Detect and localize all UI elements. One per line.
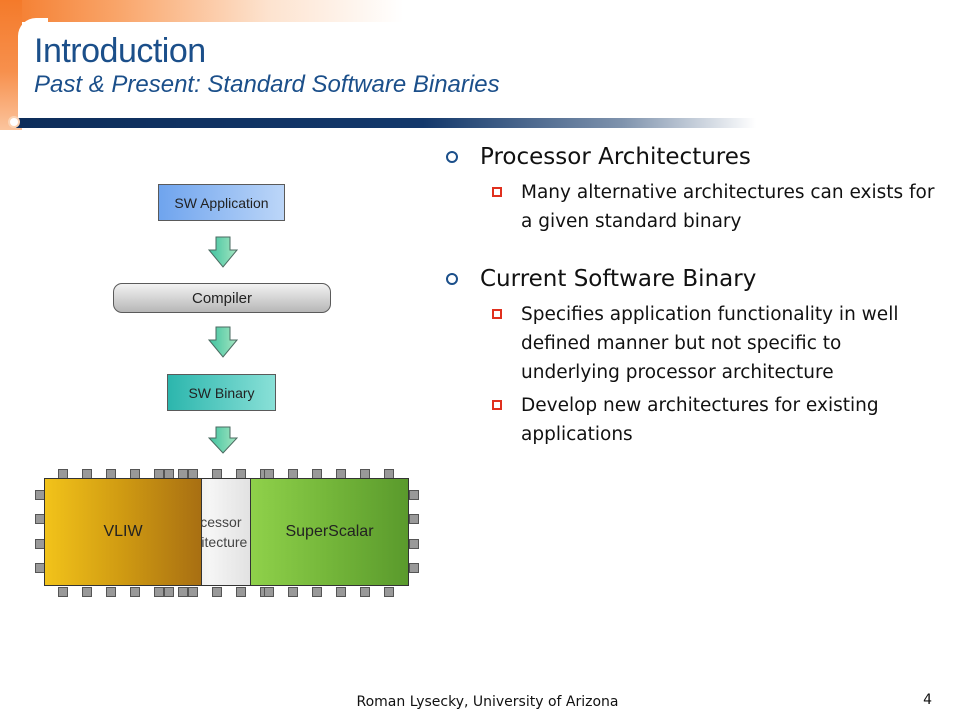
chip-pin bbox=[384, 587, 394, 597]
sub-bullet-item: Many alternative architectures can exist… bbox=[440, 178, 940, 236]
circle-bullet-icon bbox=[446, 151, 458, 163]
chip-pin bbox=[312, 587, 322, 597]
side-decoration bbox=[0, 0, 22, 130]
chip-pin bbox=[212, 587, 222, 597]
arrow-down-icon bbox=[208, 236, 238, 268]
vliw-chip: VLIW bbox=[44, 478, 202, 586]
sw-application-box: SW Application bbox=[158, 184, 285, 221]
bullet-list: Processor Architectures Many alternative… bbox=[440, 140, 940, 449]
header-decoration bbox=[0, 0, 960, 22]
bullet-text: Processor Architectures bbox=[480, 144, 751, 170]
arrow-down-icon bbox=[208, 426, 238, 454]
sub-bullet-item: Develop new architectures for existing a… bbox=[440, 391, 940, 449]
sub-bullet-text: Many alternative architectures can exist… bbox=[521, 182, 935, 232]
superscalar-label: SuperScalar bbox=[285, 523, 374, 540]
title-divider-dot bbox=[8, 116, 20, 128]
arrow-down-icon bbox=[208, 326, 238, 358]
title-divider bbox=[16, 118, 756, 128]
chip-pin bbox=[154, 587, 164, 597]
compiler-box: Compiler bbox=[113, 283, 331, 313]
square-bullet-icon bbox=[492, 187, 502, 197]
chip-pin bbox=[288, 587, 298, 597]
chip-pin bbox=[82, 587, 92, 597]
square-bullet-icon bbox=[492, 309, 502, 319]
chip-pin bbox=[164, 587, 174, 597]
sw-binary-box: SW Binary bbox=[167, 374, 276, 411]
footer-author: Roman Lysecky, University of Arizona bbox=[356, 694, 619, 710]
circle-bullet-icon bbox=[446, 273, 458, 285]
bullet-item: Processor Architectures bbox=[440, 140, 940, 174]
chip-pin bbox=[178, 587, 188, 597]
bullet-item: Current Software Binary bbox=[440, 262, 940, 296]
chip-pin bbox=[360, 587, 370, 597]
chip-pin bbox=[336, 587, 346, 597]
sub-bullet-text: Specifies application functionality in w… bbox=[521, 304, 899, 383]
chip-pin bbox=[409, 490, 419, 500]
slide-title: Introduction bbox=[34, 32, 206, 70]
sub-bullet-text: Develop new architectures for existing a… bbox=[521, 395, 879, 445]
chip-pin bbox=[58, 587, 68, 597]
chip-pin bbox=[188, 587, 198, 597]
superscalar-chip: SuperScalar bbox=[250, 478, 409, 586]
slide-subtitle: Past & Present: Standard Software Binari… bbox=[34, 71, 500, 98]
chip-pin bbox=[409, 539, 419, 549]
vliw-label: VLIW bbox=[103, 523, 143, 540]
chip-pin bbox=[106, 587, 116, 597]
chip-pin bbox=[130, 587, 140, 597]
bullet-text: Current Software Binary bbox=[480, 266, 757, 292]
chip-pin bbox=[409, 514, 419, 524]
page-number: 4 bbox=[923, 692, 932, 708]
square-bullet-icon bbox=[492, 400, 502, 410]
corner-decoration bbox=[18, 18, 48, 128]
chip-pin bbox=[236, 587, 246, 597]
sub-bullet-item: Specifies application functionality in w… bbox=[440, 300, 940, 387]
chip-pin bbox=[264, 587, 274, 597]
chip-pin bbox=[409, 563, 419, 573]
